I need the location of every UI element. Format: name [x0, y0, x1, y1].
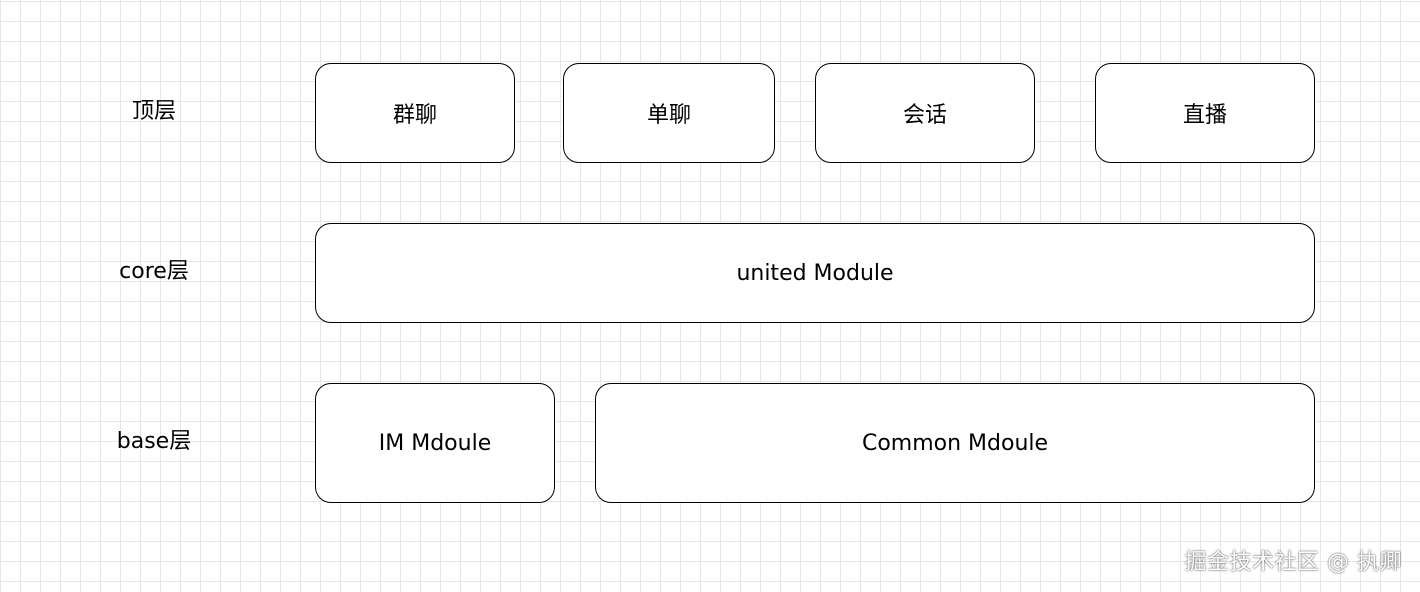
module-box-common: Common Mdoule — [595, 383, 1315, 503]
module-box-single-chat: 单聊 — [563, 63, 775, 163]
module-box-label: IM Mdoule — [378, 430, 492, 456]
module-box-group-chat: 群聊 — [315, 63, 515, 163]
module-box-live: 直播 — [1095, 63, 1315, 163]
module-box-label: 单聊 — [646, 103, 691, 128]
module-box-label: 直播 — [1182, 103, 1227, 128]
module-box-im: IM Mdoule — [315, 383, 555, 503]
module-box-label: 群聊 — [392, 103, 437, 128]
module-box-label: Common Mdoule — [861, 430, 1049, 456]
layer-label-top: 顶层 — [131, 99, 176, 124]
module-box-label: 会话 — [902, 103, 947, 128]
layer-label-base: base层 — [116, 429, 192, 454]
module-box-united: united Module — [315, 223, 1315, 323]
module-box-conversation: 会话 — [815, 63, 1035, 163]
module-box-label: united Module — [736, 260, 894, 286]
watermark: 掘金技术社区 @ 执卿 — [1184, 550, 1402, 575]
layer-label-core: core层 — [119, 259, 189, 284]
